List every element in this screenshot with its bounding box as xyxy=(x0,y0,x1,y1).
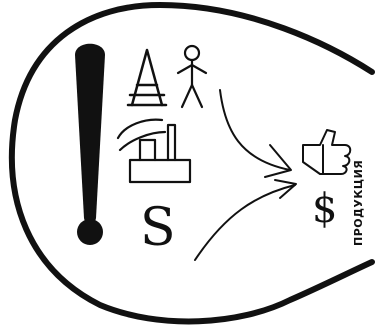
enclosing-curve xyxy=(12,5,372,321)
arrow-top xyxy=(220,90,290,170)
person-icon xyxy=(178,46,206,107)
building-a-icon xyxy=(128,50,166,105)
arrow-bottom-head xyxy=(275,180,296,198)
arrow-bottom xyxy=(195,185,295,260)
factory-icon xyxy=(118,120,190,182)
exclamation-mark-icon xyxy=(75,44,105,245)
thumbs-up-icon xyxy=(303,130,350,174)
letter-s-icon: S xyxy=(140,198,176,258)
vertical-word-label: ПРОДУКЦИЯ xyxy=(352,160,365,246)
arrow-top-head xyxy=(265,145,291,177)
dollar-icon: $ xyxy=(312,186,337,232)
